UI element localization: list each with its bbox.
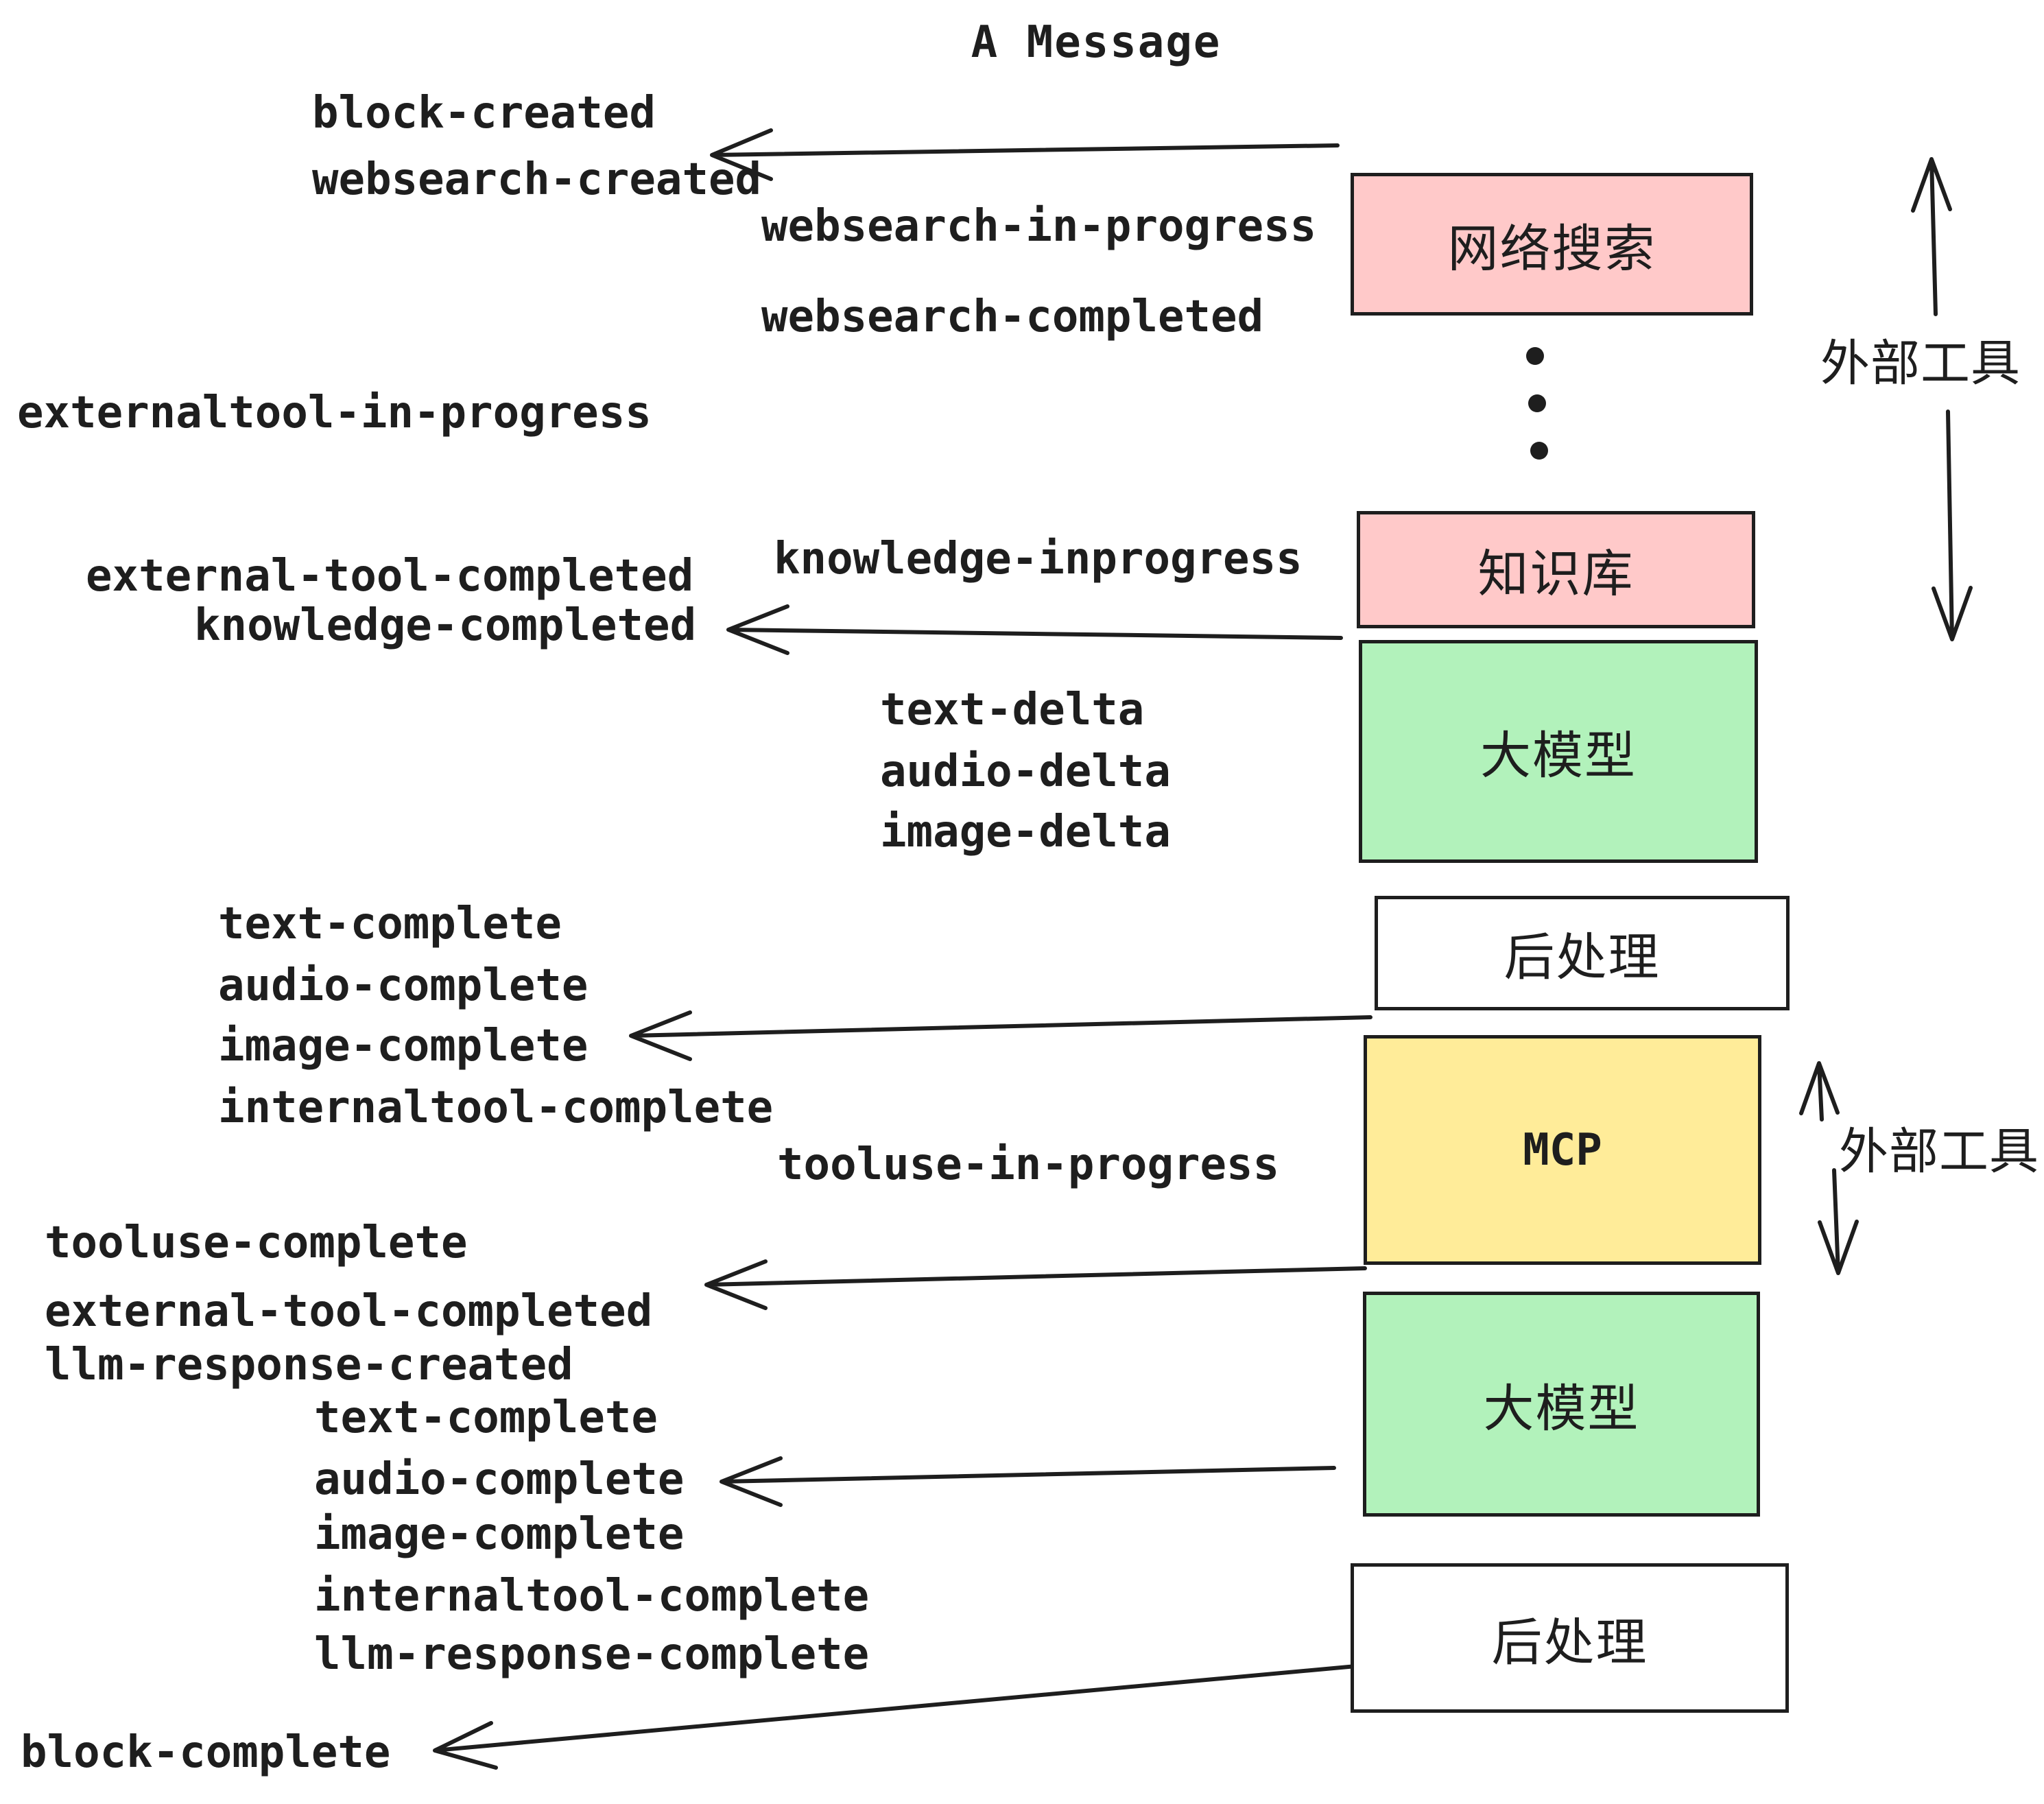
box-postprocess-1-label: 后处理 (1504, 928, 1661, 987)
box-websearch: 网络搜索 (1351, 173, 1753, 316)
box-llm-1-label: 大模型 (1480, 726, 1637, 785)
arrow-knowledge-completed (726, 604, 1343, 655)
event-label-websearch-completed: websearch-completed (761, 292, 1264, 342)
event-label-text-complete: text-complete (218, 899, 562, 949)
arrow-external-tool-down-1 (1932, 410, 1973, 641)
event-label-tooluse-in-progress: tooluse-in-progress (777, 1139, 1280, 1190)
event-label-audio-complete-2: audio-complete (314, 1454, 685, 1505)
arrow-block-created (710, 128, 1340, 181)
event-label-externaltool-in-progress: externaltool-in-progress (17, 388, 652, 438)
event-label-text-complete-2: text-complete (314, 1392, 658, 1443)
box-postprocess-2-label: 后处理 (1491, 1613, 1648, 1672)
event-label-block-complete: block-complete (21, 1727, 391, 1778)
arrow-external-tool-down-2 (1818, 1168, 1859, 1275)
ellipsis-dots (1526, 347, 1548, 460)
box-knowledge-label: 知识库 (1477, 545, 1635, 604)
box-knowledge: 知识库 (1357, 511, 1755, 628)
event-label-knowledge-completed: knowledge-completed (194, 600, 697, 651)
event-label-image-complete-2: image-complete (314, 1509, 685, 1560)
event-label-llm-response-created: llm-response-created (45, 1340, 573, 1390)
arrow-external-tool-up-2 (1799, 1061, 1840, 1121)
event-label-image-complete: image-complete (218, 1021, 589, 1071)
event-label-knowledge-inprogress: knowledge-inprogress (774, 534, 1303, 584)
event-label-external-tool-completed-2: external-tool-completed (45, 1286, 653, 1337)
event-label-image-delta: image-delta (880, 807, 1171, 857)
event-label-external-tool-completed: external-tool-completed (86, 551, 694, 602)
event-label-llm-response-complete: llm-response-complete (314, 1629, 870, 1680)
event-label-websearch-in-progress: websearch-in-progress (761, 201, 1317, 252)
diagram-title: A Message (971, 17, 1222, 68)
side-label-external-tools-2: 外部工具 (1839, 1122, 2040, 1180)
event-label-tooluse-complete: tooluse-complete (45, 1218, 468, 1268)
side-label-external-tools-1: 外部工具 (1820, 334, 2021, 392)
event-label-internaltool-complete-2: internaltool-complete (314, 1571, 870, 1622)
event-label-audio-delta: audio-delta (880, 746, 1171, 797)
arrow-image-complete (629, 1010, 1372, 1061)
event-label-internaltool-complete: internaltool-complete (218, 1082, 774, 1133)
arrow-tooluse-complete (704, 1259, 1367, 1310)
arrow-block-complete (433, 1663, 1366, 1770)
event-label-audio-complete: audio-complete (218, 960, 589, 1011)
event-label-block-created: block-created (312, 88, 656, 139)
box-mcp-label: MCP (1523, 1124, 1602, 1176)
arrow-audio-complete (720, 1456, 1336, 1507)
box-postprocess-2: 后处理 (1351, 1563, 1789, 1713)
event-label-text-delta: text-delta (880, 685, 1145, 735)
arrow-external-tool-up-1 (1911, 157, 1952, 316)
box-postprocess-1: 后处理 (1375, 896, 1790, 1010)
box-llm-2: 大模型 (1363, 1292, 1760, 1517)
event-label-websearch-created: websearch-created (312, 154, 762, 205)
box-llm-2-label: 大模型 (1483, 1379, 1640, 1438)
box-mcp: MCP (1364, 1035, 1761, 1265)
box-llm-1: 大模型 (1359, 640, 1758, 863)
box-websearch-label: 网络搜索 (1447, 219, 1656, 278)
